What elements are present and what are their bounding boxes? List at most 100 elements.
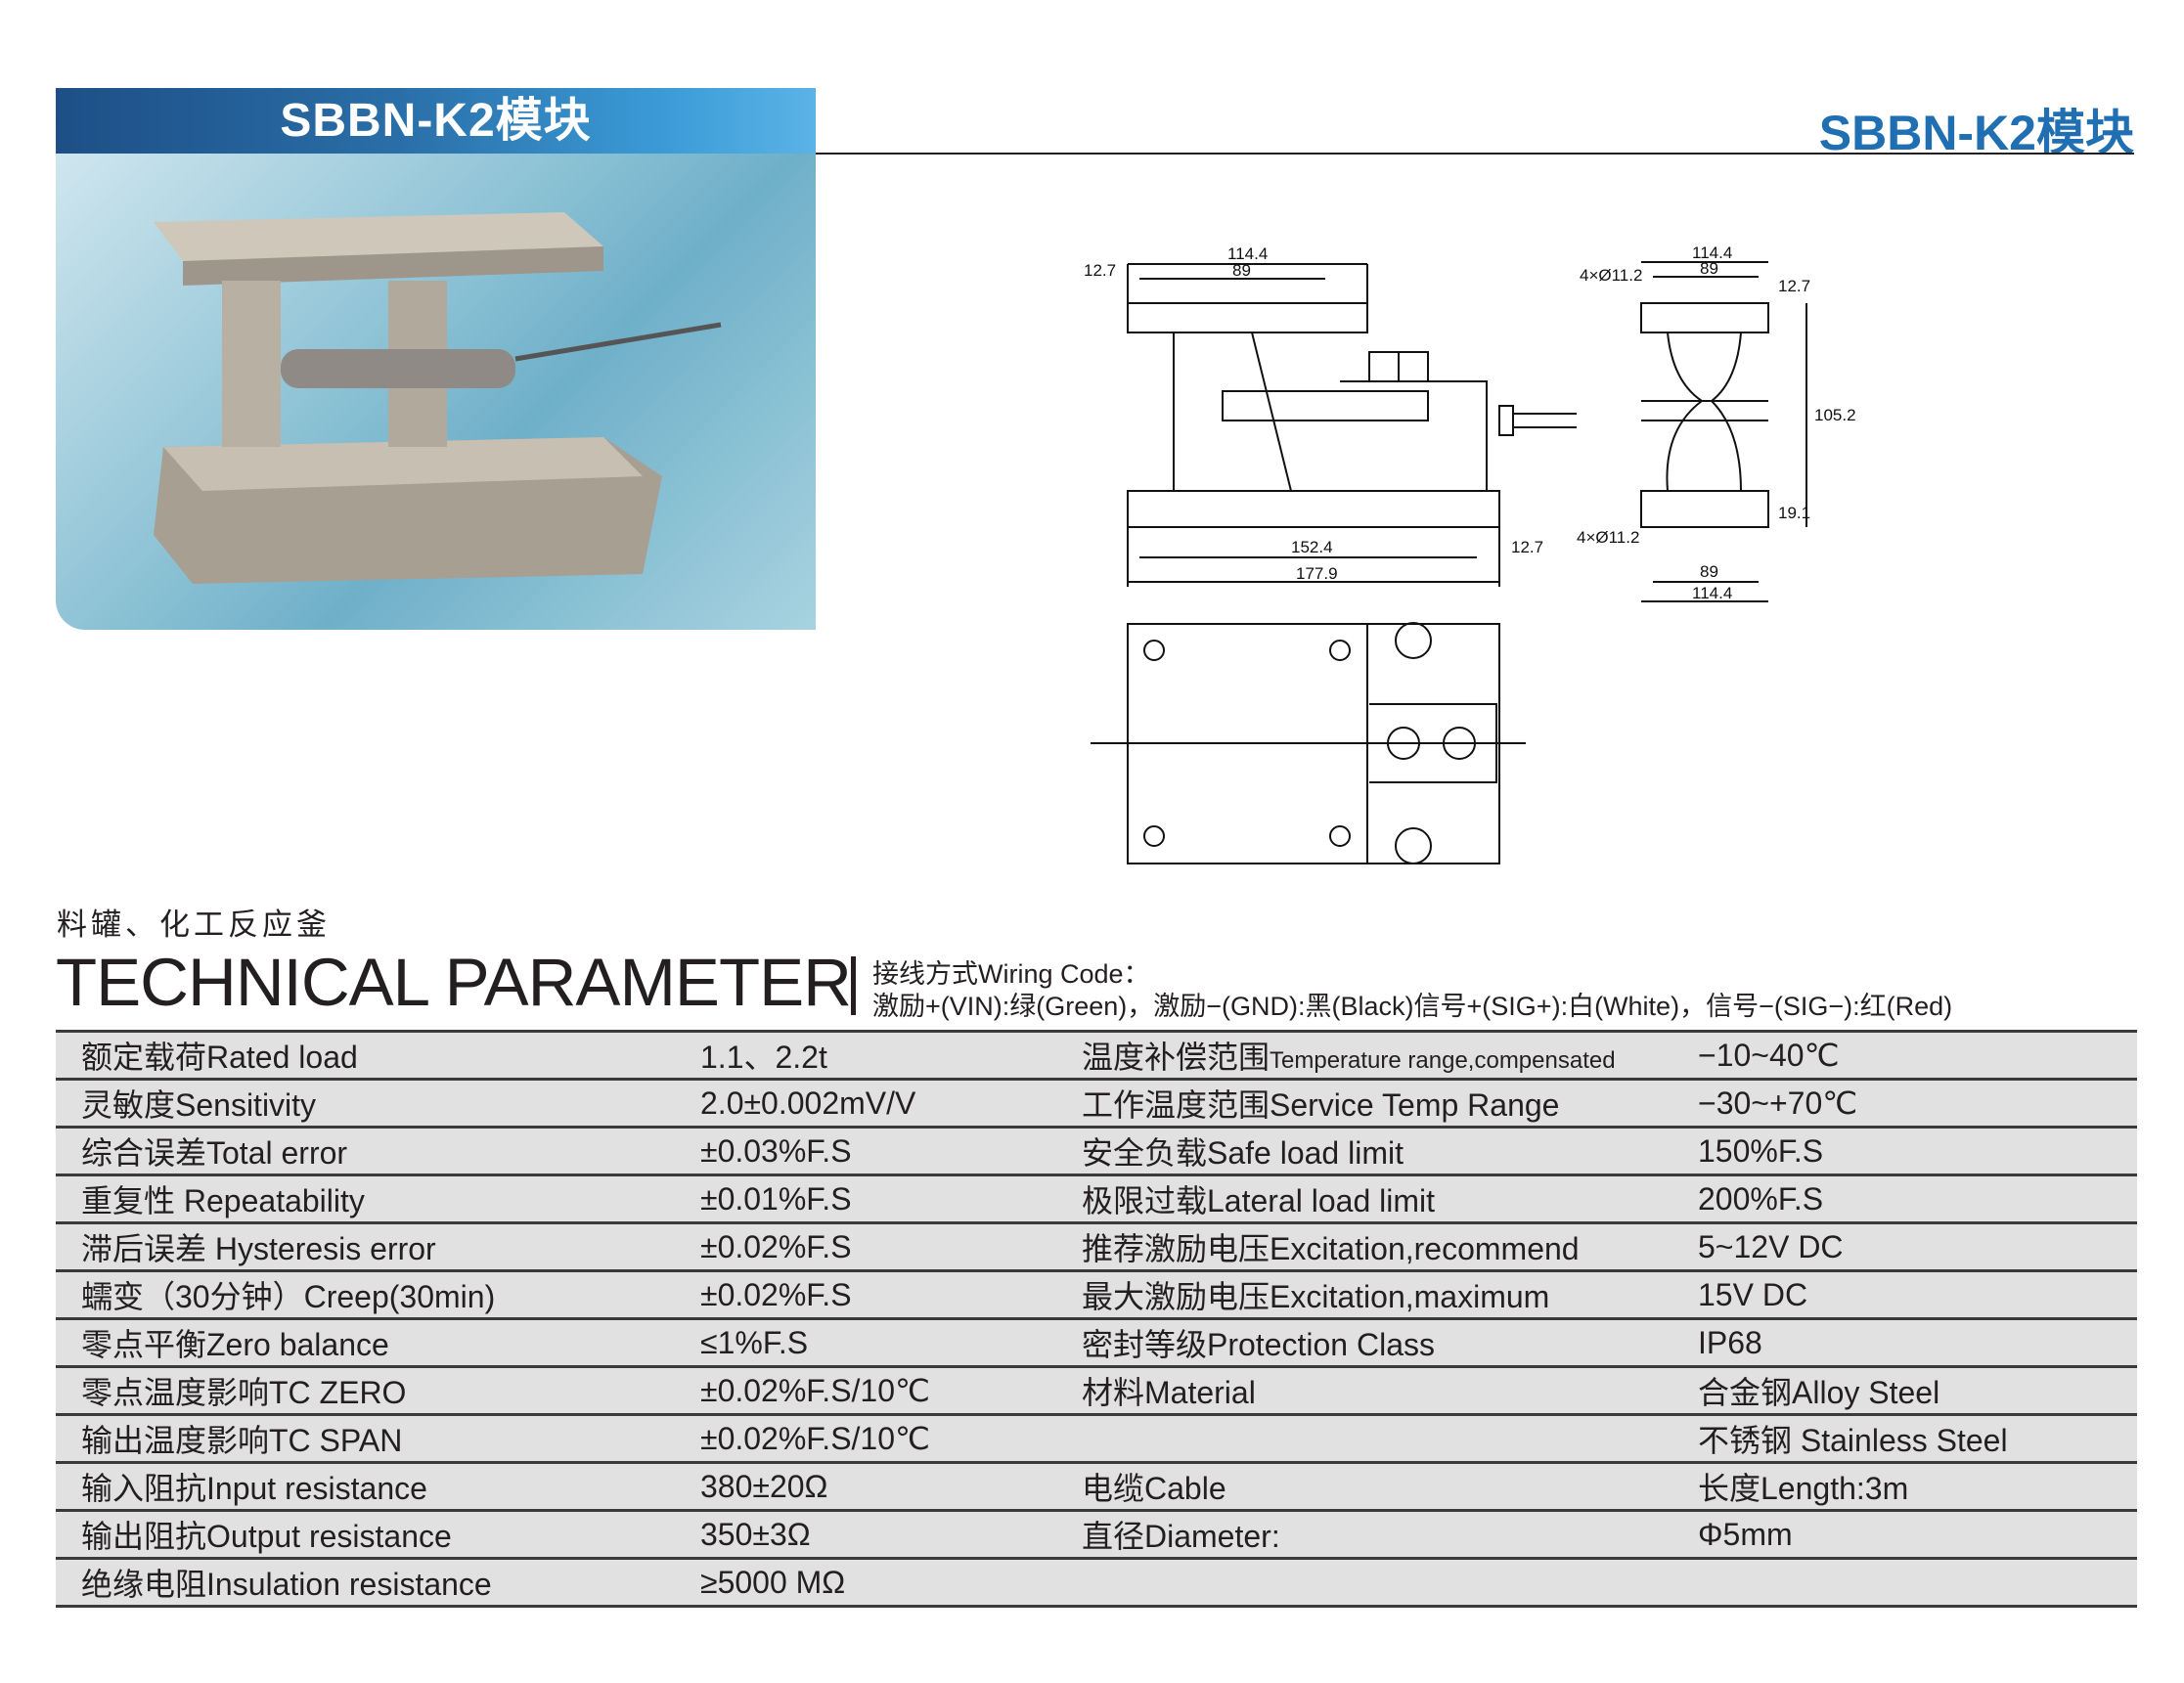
dim-side-base-thk: 19.1 xyxy=(1778,504,1810,522)
param-value-2: Φ5mm xyxy=(1698,1509,2137,1559)
param-label-2: 密封等级Protection Class xyxy=(1082,1317,1698,1367)
parameter-table: 额定载荷Rated load 1.1、2.2t 温度补偿范围Temperatur… xyxy=(56,1030,2137,1608)
param-value-2: 不锈钢 Stainless Steel xyxy=(1698,1413,2137,1463)
param-value: ±0.02%F.S xyxy=(700,1221,1082,1271)
param-label: 输出温度影响TC SPAN xyxy=(56,1413,700,1463)
param-label-2: 温度补偿范围Temperature range,compensated xyxy=(1082,1030,1698,1080)
table-row: 重复性 Repeatability ±0.01%F.S 极限过载Lateral … xyxy=(56,1174,2137,1223)
param-value: 2.0±0.002mV/V xyxy=(700,1078,1082,1128)
param-label-2: 最大激励电压Excitation,maximum xyxy=(1082,1269,1698,1319)
section-title: TECHNICAL PARAMETER xyxy=(56,945,852,1020)
table-row: 零点温度影响TC ZERO ±0.02%F.S/10℃ 材料Material 合… xyxy=(56,1365,2137,1415)
param-label-2-text: 密封等级Protection Class xyxy=(1082,1327,1435,1362)
param-label-2: 电缆Cable xyxy=(1082,1461,1698,1511)
param-value: ±0.02%F.S/10℃ xyxy=(700,1413,1082,1463)
param-label: 综合误差Total error xyxy=(56,1126,700,1175)
wiring-detail: 激励+(VIN):绿(Green)，激励−(GND):黑(Black)信号+(S… xyxy=(872,992,1953,1021)
dim-side-height: 105.2 xyxy=(1814,406,1856,424)
param-label-2: 直径Diameter: xyxy=(1082,1509,1698,1559)
param-value-2: 合金钢Alloy Steel xyxy=(1698,1365,2137,1415)
product-photo xyxy=(56,154,816,630)
param-label: 蠕变（30分钟）Creep(30min) xyxy=(56,1269,700,1319)
title-divider xyxy=(851,956,856,1015)
param-label: 重复性 Repeatability xyxy=(56,1174,700,1223)
table-row: 综合误差Total error ±0.03%F.S 安全负载Safe load … xyxy=(56,1126,2137,1175)
param-label-2-text: 极限过载Lateral load limit xyxy=(1082,1183,1436,1218)
param-label: 绝缘电阻Insulation resistance xyxy=(56,1557,700,1608)
param-value: ≤1%F.S xyxy=(700,1317,1082,1367)
param-label: 额定载荷Rated load xyxy=(56,1030,700,1080)
table-row: 滞后误差 Hysteresis error ±0.02%F.S 推荐激励电压Ex… xyxy=(56,1221,2137,1271)
side-view: 114.4 89 4×Ø11.2 12.7 105.2 19.1 4×Ø11.2… xyxy=(1577,244,1856,602)
param-label-2-text: 材料Material xyxy=(1082,1375,1256,1410)
table-row: 输出阻抗Output resistance 350±3Ω 直径Diameter:… xyxy=(56,1509,2137,1559)
param-value: ±0.03%F.S xyxy=(700,1126,1082,1175)
param-label-2: 安全负载Safe load limit xyxy=(1082,1126,1698,1175)
param-label-2 xyxy=(1082,1557,1698,1608)
table-row: 绝缘电阻Insulation resistance ≥5000 MΩ xyxy=(56,1557,2137,1608)
param-value: 1.1、2.2t xyxy=(700,1030,1082,1080)
dim-front-edge: 12.7 xyxy=(1084,261,1116,280)
param-value: ±0.02%F.S/10℃ xyxy=(700,1365,1082,1415)
product-title-banner: SBBN-K2模块 xyxy=(56,88,816,154)
dim-front-base-edge: 12.7 xyxy=(1511,538,1543,556)
param-value-2: 150%F.S xyxy=(1698,1126,2137,1175)
dim-side-bot-holes: 89 xyxy=(1700,562,1718,581)
param-value-2: −10~40℃ xyxy=(1698,1030,2137,1080)
param-label-2: 极限过载Lateral load limit xyxy=(1082,1174,1698,1223)
dim-side-edge: 12.7 xyxy=(1778,277,1810,295)
param-value: ±0.02%F.S xyxy=(700,1269,1082,1319)
dim-side-holes-top: 4×Ø11.2 xyxy=(1580,266,1642,285)
param-label-2: 推荐激励电压Excitation,recommend xyxy=(1082,1221,1698,1271)
front-view: 114.4 89 12.7 152.4 12.7 177.9 xyxy=(1084,244,1577,587)
param-label-2 xyxy=(1082,1413,1698,1463)
param-value: ≥5000 MΩ xyxy=(700,1557,1082,1608)
param-label-2-text: 最大激励电压Excitation,maximum xyxy=(1082,1279,1550,1314)
param-label: 灵敏度Sensitivity xyxy=(56,1078,700,1128)
param-label: 输入阻抗Input resistance xyxy=(56,1461,700,1511)
dim-front-base-width: 177.9 xyxy=(1296,564,1338,583)
table-row: 输出温度影响TC SPAN ±0.02%F.S/10℃ 不锈钢 Stainles… xyxy=(56,1413,2137,1463)
table-row: 零点平衡Zero balance ≤1%F.S 密封等级Protection C… xyxy=(56,1317,2137,1367)
header-rule xyxy=(816,153,2134,155)
param-label-2-text: 推荐激励电压Excitation,recommend xyxy=(1082,1231,1580,1266)
dim-side-top-holes: 89 xyxy=(1700,259,1718,278)
param-label: 零点温度影响TC ZERO xyxy=(56,1365,700,1415)
param-label-2-text: 直径Diameter: xyxy=(1082,1519,1280,1554)
product-title-right: SBBN-K2模块 xyxy=(1818,106,2134,160)
table-row: 输入阻抗Input resistance 380±20Ω 电缆Cable 长度L… xyxy=(56,1461,2137,1511)
wiring-title: 接线方式Wiring Code： xyxy=(872,959,1150,989)
dim-side-holes-bottom: 4×Ø11.2 xyxy=(1577,528,1639,547)
param-value-2: −30~+70℃ xyxy=(1698,1078,2137,1128)
param-label: 零点平衡Zero balance xyxy=(56,1317,700,1367)
param-label: 输出阻抗Output resistance xyxy=(56,1509,700,1559)
dim-side-bot-width: 114.4 xyxy=(1692,584,1732,602)
param-value: 380±20Ω xyxy=(700,1461,1082,1511)
param-label: 滞后误差 Hysteresis error xyxy=(56,1221,700,1271)
dim-side-top-width: 114.4 xyxy=(1692,244,1732,262)
dim-front-top-holes: 89 xyxy=(1232,261,1251,280)
param-value-2: 5~12V DC xyxy=(1698,1221,2137,1271)
dimension-drawing: 114.4 89 12.7 152.4 12.7 177.9 114.4 89 … xyxy=(1084,244,1856,864)
param-value: ±0.01%F.S xyxy=(700,1174,1082,1223)
param-label-2-sub: Temperature range,compensated xyxy=(1270,1047,1616,1074)
param-value-2: 长度Length:3m xyxy=(1698,1461,2137,1511)
param-value-2 xyxy=(1698,1557,2137,1608)
param-value-2: IP68 xyxy=(1698,1317,2137,1367)
param-label-2: 工作温度范围Service Temp Range xyxy=(1082,1078,1698,1128)
param-label-2-text: 电缆Cable xyxy=(1082,1471,1226,1506)
param-label-2-text: 温度补偿范围 xyxy=(1082,1040,1270,1075)
table-row: 灵敏度Sensitivity 2.0±0.002mV/V 工作温度范围Servi… xyxy=(56,1078,2137,1128)
param-label-2: 材料Material xyxy=(1082,1365,1698,1415)
dim-front-base-holes: 152.4 xyxy=(1291,538,1333,556)
param-value: 350±3Ω xyxy=(700,1509,1082,1559)
dim-front-top-width: 114.4 xyxy=(1227,244,1268,263)
table-row: 蠕变（30分钟）Creep(30min) ±0.02%F.S 最大激励电压Exc… xyxy=(56,1269,2137,1319)
wiring-code: 接线方式Wiring Code： 激励+(VIN):绿(Green)，激励−(G… xyxy=(872,958,1952,1023)
application-text: 料罐、化工反应釜 xyxy=(57,908,331,942)
param-value-2: 200%F.S xyxy=(1698,1174,2137,1223)
table-row: 额定载荷Rated load 1.1、2.2t 温度补偿范围Temperatur… xyxy=(56,1030,2137,1080)
param-value-2: 15V DC xyxy=(1698,1269,2137,1319)
param-label-2-text: 安全负载Safe load limit xyxy=(1082,1135,1404,1171)
top-view xyxy=(1091,622,1526,864)
